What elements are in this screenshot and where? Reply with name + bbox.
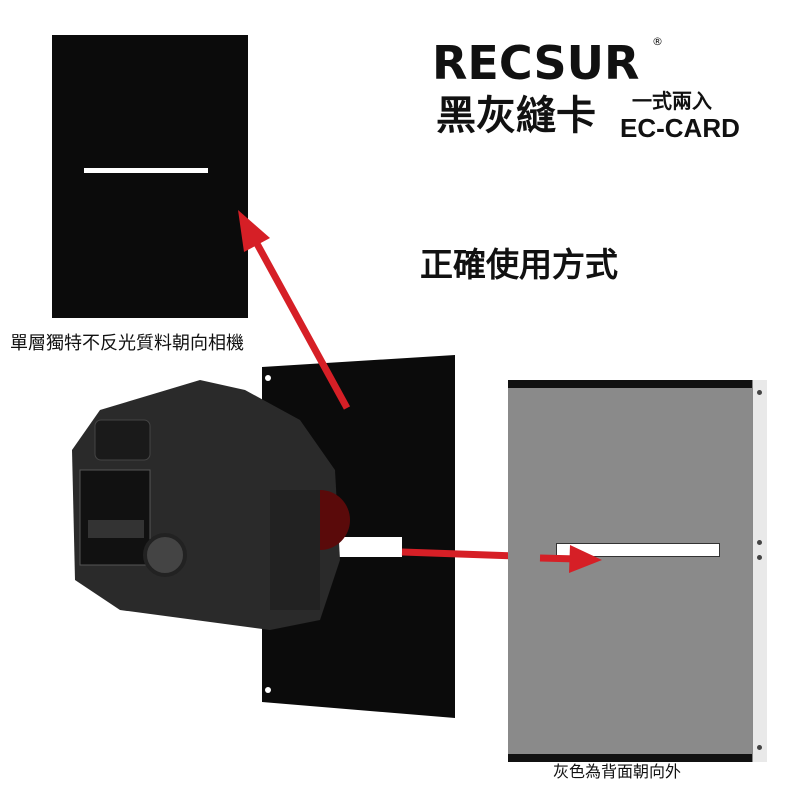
- card-hole: [757, 555, 762, 560]
- card-slit: [84, 168, 208, 173]
- card-hole: [757, 540, 762, 545]
- gray-side-caption: 灰色為背面朝向外: [553, 762, 682, 781]
- card-slit: [556, 543, 720, 557]
- black-card-front: [52, 35, 248, 318]
- card-hole: [265, 375, 271, 381]
- card-hole: [45, 135, 50, 140]
- black-side-caption: 單層獨特不反光質料朝向相機: [10, 333, 244, 354]
- arrow-up-icon: [238, 210, 351, 410]
- brand-logo: RECSUR: [432, 36, 640, 90]
- card-hole: [265, 687, 271, 693]
- card-hole: [757, 390, 762, 395]
- set-note: 一式兩入: [632, 89, 712, 113]
- card-hole: [757, 745, 762, 750]
- card-hole: [45, 45, 50, 50]
- gray-card-back: [508, 380, 752, 762]
- page-title: 正確使用方式: [420, 245, 618, 284]
- camera: [72, 380, 350, 630]
- card-slit: [320, 537, 402, 557]
- card-hole: [45, 300, 50, 305]
- card-hole: [45, 160, 50, 165]
- card-edge-strip: [752, 380, 767, 762]
- registered-mark: ®: [652, 35, 663, 48]
- product-name-en: EC-CARD: [620, 113, 740, 143]
- product-name: 黑灰縫卡: [436, 93, 596, 139]
